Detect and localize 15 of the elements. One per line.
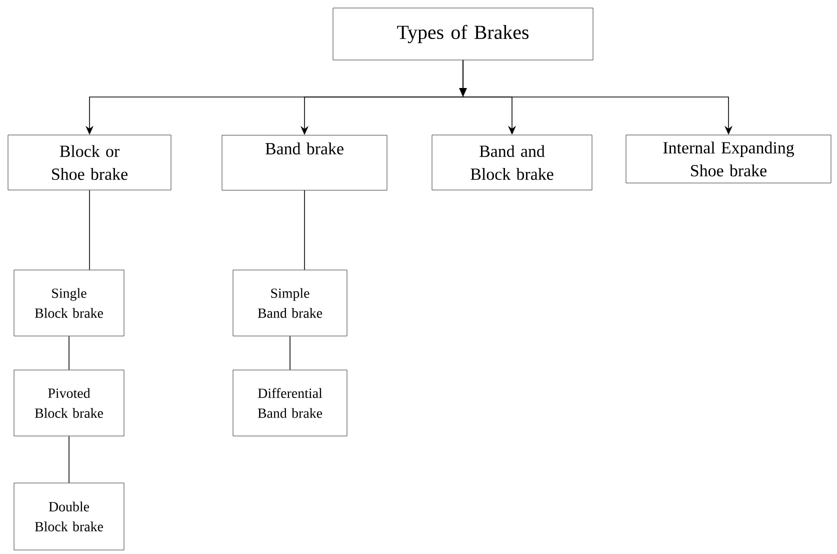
brake-box: Single Block brake (14, 270, 124, 336)
brake-box: Simple Band brake (232, 270, 348, 336)
brake-box: Double Block brake (14, 482, 124, 550)
brake-box: Internal Expanding Shoe brake (626, 134, 832, 184)
arrowhead (459, 88, 467, 97)
brake-box: Pivoted Block brake (14, 370, 124, 436)
title-box: Types of Brakes (332, 8, 594, 60)
connector-line (89, 190, 90, 270)
connector-line (68, 436, 70, 484)
brake-box: Block or Shoe brake (8, 134, 172, 190)
connector-line (68, 336, 70, 370)
connector-line (304, 190, 305, 270)
brake-box: Band brake (222, 135, 388, 190)
brake-box: Differential Band brake (232, 370, 348, 436)
brake-box: Band and Block brake (432, 134, 592, 190)
